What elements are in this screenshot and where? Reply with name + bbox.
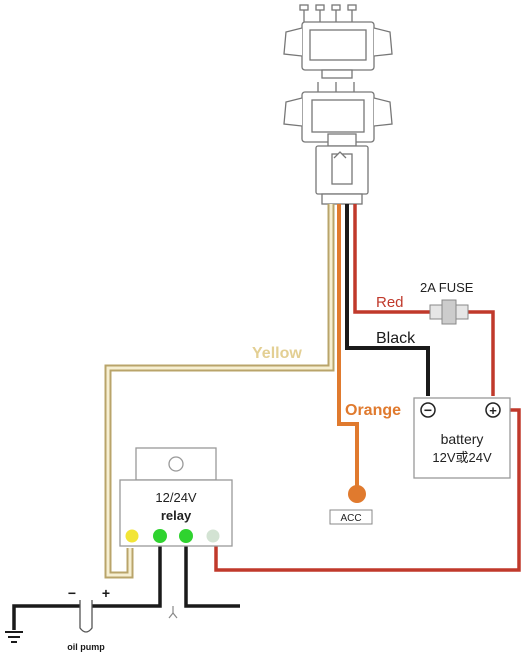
relay-pin-yellow [125,529,139,543]
battery-voltage: 12V或24V [432,450,492,465]
relay-pin-green-2 [179,529,193,543]
battery-title: battery [441,431,484,447]
yellow-wire [104,204,335,579]
red-wire-fuse-out [468,310,495,396]
lower-connector-socket [283,82,393,205]
acc-terminal [348,485,366,503]
top-connector-plug [283,4,393,79]
yellow-label: Yellow [252,345,302,362]
red-wire-battery [353,204,430,314]
oil-pump: − + oil pump [66,585,110,652]
relay-to-pump-wire-1 [100,545,162,608]
pump-plus-sign: + [102,585,110,601]
battery-plus-terminal [485,402,501,418]
relay-voltage: 12/24V [155,490,197,505]
black-label: Black [376,330,416,347]
relay-pin-grey [206,529,220,543]
orange-wire [337,204,359,492]
black-wire [345,204,430,396]
oil-pump-label: oil pump [67,642,105,652]
ground-icon [5,631,23,643]
relay-pin-green-1 [153,529,167,543]
battery-plus-sign: + [489,403,497,418]
ground-wire [12,604,66,630]
red-label: Red [376,294,404,311]
fuse-icon [429,299,469,325]
battery-minus-sign: − [424,402,432,418]
pump-minus-sign: − [68,585,76,601]
relay: 12/24V relay [119,447,233,547]
relay-to-pump-wire-2 [184,545,240,608]
fuse-label: 2A FUSE [420,280,474,295]
battery: − + battery 12V或24V [413,397,511,479]
orange-label: Orange [345,402,401,419]
relay-title: relay [161,508,192,523]
battery-minus-terminal [420,402,436,418]
acc-label: ACC [340,513,361,524]
switch-mark-icon [168,606,178,619]
red-wire-relay [214,408,521,572]
